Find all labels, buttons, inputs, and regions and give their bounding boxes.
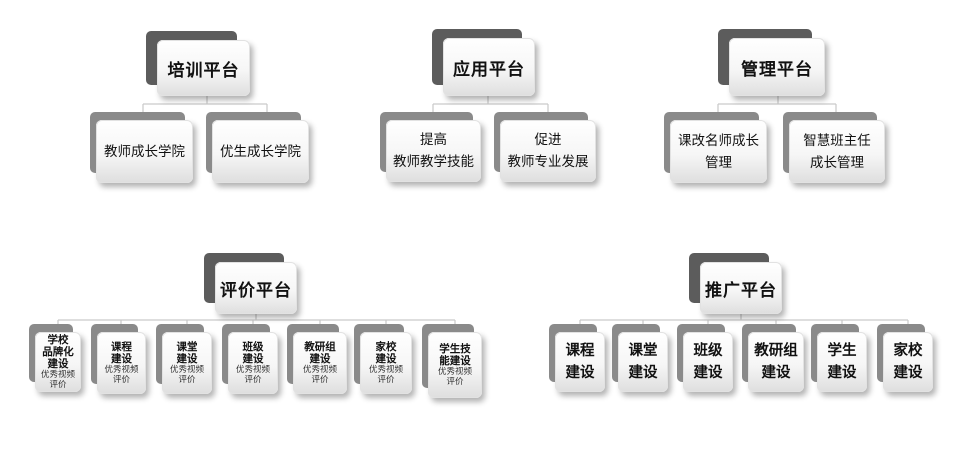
eval-home-school-sub1: 优秀视频 — [368, 365, 403, 375]
eval-school-brand-line3: 建设 — [47, 358, 69, 370]
eval-school-brand-sub1: 优秀视频 — [40, 370, 75, 380]
famous-teacher-growth-line1: 课改名师成长 — [678, 132, 759, 149]
promo-research-group-line2: 建设 — [761, 365, 791, 381]
student-growth-academy-label: 优生成长学院 — [220, 143, 301, 160]
eval-school-brand-line1: 学校 — [47, 334, 69, 346]
eval-classroom-sub1: 优秀视频 — [169, 365, 204, 375]
eval-classroom-line1: 课堂 — [176, 341, 198, 353]
improve-teaching-skills-node: 提高 教师教学技能 — [386, 120, 481, 182]
application-connector — [432, 96, 549, 120]
promote-professional-development-node: 促进 教师专业发展 — [500, 120, 596, 182]
eval-school-brand-node: 学校 品牌化 建设 优秀视频 评价 — [35, 332, 81, 392]
student-growth-academy-node: 优生成长学院 — [212, 120, 309, 183]
promo-course-node: 课程 建设 — [555, 332, 605, 392]
eval-research-group-line2: 建设 — [309, 353, 331, 365]
promo-home-school-line2: 建设 — [893, 365, 923, 381]
eval-classroom-sub2: 评价 — [178, 375, 196, 385]
promo-classroom-line2: 建设 — [628, 365, 658, 381]
management-connector — [717, 96, 837, 120]
eval-classroom-line2: 建设 — [176, 353, 198, 365]
improve-teaching-skills-line2: 教师教学技能 — [393, 154, 474, 170]
training-platform-node: 培训平台 — [157, 40, 250, 96]
eval-student-skills-sub1: 优秀视频 — [437, 367, 472, 377]
promo-research-group-node: 教研组 建设 — [748, 332, 804, 392]
training-connector — [142, 96, 268, 120]
promo-home-school-line1: 家校 — [893, 343, 923, 359]
promo-course-line1: 课程 — [565, 343, 595, 359]
improve-teaching-skills-line1: 提高 — [420, 132, 447, 148]
promotion-connector — [579, 314, 909, 332]
promo-student-line2: 建设 — [827, 365, 857, 381]
evaluation-platform-node: 评价平台 — [215, 262, 297, 314]
eval-class-sub1: 优秀视频 — [235, 365, 270, 375]
promo-class-line1: 班级 — [693, 343, 723, 359]
application-platform-title: 应用平台 — [453, 59, 525, 80]
eval-home-school-line2: 建设 — [375, 353, 397, 365]
promo-class-line2: 建设 — [693, 365, 723, 381]
teacher-growth-academy-node: 教师成长学院 — [96, 120, 193, 183]
promo-class-node: 班级 建设 — [683, 332, 733, 392]
promo-classroom-line1: 课堂 — [628, 343, 658, 359]
famous-teacher-growth-line2: 管理 — [705, 154, 732, 171]
eval-class-sub2: 评价 — [244, 375, 262, 385]
promo-home-school-node: 家校 建设 — [883, 332, 933, 392]
eval-student-skills-line2: 能建设 — [439, 355, 471, 367]
eval-course-line2: 建设 — [111, 353, 132, 365]
eval-class-line2: 建设 — [242, 353, 264, 365]
evaluation-connector — [57, 314, 456, 332]
promote-professional-development-line1: 促进 — [534, 132, 562, 148]
eval-student-skills-line1: 学生技 — [439, 343, 471, 355]
eval-research-group-sub2: 评价 — [311, 375, 329, 385]
eval-student-skills-sub2: 评价 — [446, 377, 464, 387]
eval-class-node: 班级 建设 优秀视频 评价 — [228, 332, 278, 394]
eval-classroom-node: 课堂 建设 优秀视频 评价 — [162, 332, 212, 394]
promotion-platform-title: 推广平台 — [705, 280, 777, 301]
promo-student-node: 学生 建设 — [817, 332, 867, 392]
eval-school-brand-line2: 品牌化 — [42, 346, 74, 358]
eval-home-school-node: 家校 建设 优秀视频 评价 — [360, 332, 412, 394]
smart-head-teacher-line2: 成长管理 — [810, 154, 864, 171]
teacher-growth-academy-label: 教师成长学院 — [104, 143, 185, 160]
management-platform-title: 管理平台 — [741, 59, 813, 80]
eval-school-brand-sub2: 评价 — [49, 380, 67, 390]
eval-research-group-node: 教研组 建设 优秀视频 评价 — [293, 332, 347, 394]
management-platform-node: 管理平台 — [729, 38, 825, 96]
eval-student-skills-node: 学生技 能建设 优秀视频 评价 — [428, 332, 482, 398]
promo-research-group-line1: 教研组 — [754, 343, 798, 359]
training-platform-title: 培训平台 — [167, 60, 240, 81]
application-platform-node: 应用平台 — [443, 38, 535, 96]
promotion-platform-node: 推广平台 — [700, 262, 782, 314]
smart-head-teacher-node: 智慧班主任 成长管理 — [789, 120, 885, 183]
eval-course-node: 课程 建设 优秀视频 评价 — [97, 332, 146, 394]
eval-research-group-line1: 教研组 — [304, 341, 336, 353]
eval-course-line1: 课程 — [111, 341, 132, 353]
promo-classroom-node: 课堂 建设 — [618, 332, 668, 392]
smart-head-teacher-line1: 智慧班主任 — [803, 132, 871, 149]
evaluation-platform-title: 评价平台 — [220, 280, 292, 301]
promote-professional-development-line2: 教师专业发展 — [507, 154, 589, 170]
eval-research-group-sub1: 优秀视频 — [302, 365, 337, 375]
famous-teacher-growth-node: 课改名师成长 管理 — [670, 120, 767, 183]
eval-course-sub1: 优秀视频 — [104, 365, 139, 375]
eval-class-line1: 班级 — [242, 341, 264, 353]
promo-course-line2: 建设 — [565, 365, 595, 381]
eval-course-sub2: 评价 — [112, 375, 130, 385]
promo-student-line1: 学生 — [827, 343, 857, 359]
eval-home-school-sub2: 评价 — [377, 375, 395, 385]
eval-home-school-line1: 家校 — [375, 341, 397, 353]
